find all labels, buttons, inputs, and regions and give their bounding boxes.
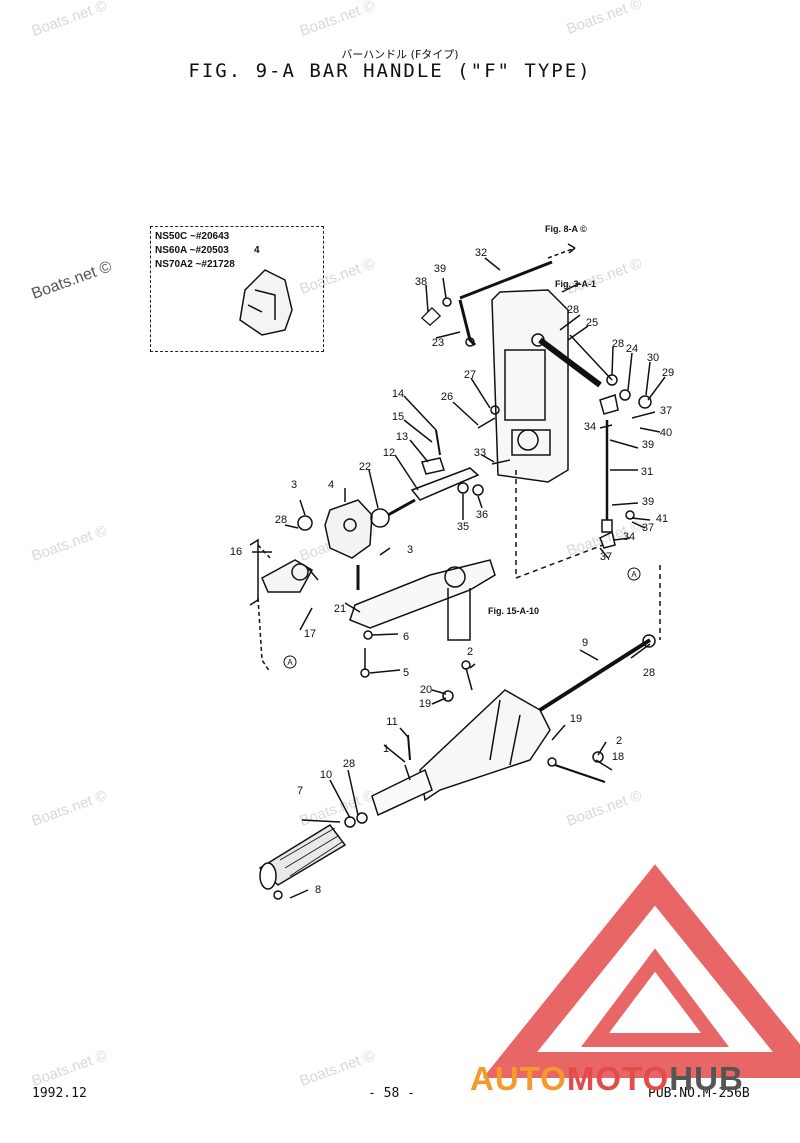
callout-number: 2 — [467, 646, 473, 658]
callout-number: 37 — [660, 405, 672, 417]
callout-number: 14 — [392, 388, 404, 400]
callout-number: 28 — [343, 758, 355, 770]
callout-number: 10 — [320, 769, 332, 781]
callout-number: 34 — [623, 531, 635, 543]
reference-fig-3a: Fig. 3-A-1 — [555, 279, 596, 289]
callout-number: 29 — [662, 367, 674, 379]
model-inset-box: NS50C ~#20643 NS60A ~#20503 NS70A2 ~#217… — [150, 226, 324, 352]
callout-number: 1 — [383, 743, 389, 755]
callout-number: 6 — [403, 631, 409, 643]
callout-number: 19 — [419, 698, 431, 710]
callout-number: 3 — [291, 479, 297, 491]
automotohub-wordmark: AUTOMOTOHUB — [470, 1060, 800, 1100]
callout-number: 22 — [359, 461, 371, 473]
callout-number: 36 — [476, 509, 488, 521]
inset-model-line: NS50C ~#20643 — [155, 231, 230, 242]
callout-number: 26 — [441, 391, 453, 403]
footer-pub-number: PUB.NO.M-256B — [648, 1086, 750, 1101]
lever-arm-icon — [349, 559, 496, 629]
callout-number: 23 — [432, 337, 444, 349]
callout-number: 17 — [304, 628, 316, 640]
brand-part-hub: HUB — [669, 1060, 744, 1097]
callout-number: 24 — [626, 343, 638, 355]
callout-number: 41 — [656, 513, 668, 525]
callout-number: 31 — [641, 466, 653, 478]
callout-number: 35 — [457, 521, 469, 533]
callout-number: 16 — [230, 546, 242, 558]
callout-number: 39 — [642, 496, 654, 508]
callout-number: 4 — [328, 479, 334, 491]
callout-number: 3 — [407, 544, 413, 556]
callout-number: 28 — [567, 304, 579, 316]
reference-circle-a: A — [631, 570, 637, 579]
shift-cam-icon — [324, 499, 373, 559]
bracket-part-icon — [239, 269, 293, 336]
callout-number: 32 — [475, 247, 487, 259]
callout-number: 28 — [612, 338, 624, 350]
automotohub-logo-icon — [482, 864, 800, 1078]
callout-number: 39 — [642, 439, 654, 451]
callout-number: 7 — [297, 785, 303, 797]
callout-number: 20 — [420, 684, 432, 696]
callout-number: 39 — [434, 263, 446, 275]
inset-part-number: 4 — [254, 245, 260, 256]
brand-part-moto: MOTO — [566, 1060, 670, 1097]
callout-number: 28 — [643, 667, 655, 679]
callout-number: 8 — [315, 884, 321, 896]
footer-page-number: - 58 - — [368, 1086, 415, 1101]
figure-title: FIG. 9-A BAR HANDLE ("F" TYPE) — [188, 60, 592, 82]
callout-number: 11 — [386, 716, 397, 728]
reference-circle-a: A — [287, 658, 293, 667]
callout-number: 12 — [383, 447, 395, 459]
bar-handle-body-icon — [419, 689, 551, 802]
callout-number: 40 — [660, 427, 672, 439]
reference-fig-15a: Fig. 15-A-10 — [488, 606, 539, 616]
callout-number: 2 — [616, 735, 622, 747]
inset-model-line: NS70A2 ~#21728 — [155, 259, 235, 270]
callout-number: 25 — [586, 317, 598, 329]
footer-date: 1992.12 — [32, 1086, 87, 1101]
callout-number: 21 — [334, 603, 346, 615]
callout-number: 18 — [612, 751, 624, 763]
callout-number: 33 — [474, 447, 486, 459]
callout-number: 37 — [642, 522, 654, 534]
callout-number: 27 — [464, 369, 476, 381]
callout-number: 30 — [647, 352, 659, 364]
callout-number: 28 — [275, 514, 287, 526]
callout-number: 37 — [600, 551, 612, 563]
callout-number: 19 — [570, 713, 582, 725]
callout-number: 5 — [403, 667, 409, 679]
callout-number: 13 — [396, 431, 408, 443]
callout-number: 15 — [392, 411, 404, 423]
brand-part-auto: AUTO — [470, 1060, 567, 1097]
inset-model-line: NS60A ~#20503 — [155, 245, 229, 256]
reference-fig-8a: Fig. 8-A © — [545, 224, 587, 234]
steering-plate-icon — [491, 289, 569, 483]
callout-number: 34 — [584, 421, 596, 433]
callout-number: 9 — [582, 637, 588, 649]
title-japanese: バーハンドル (Fタイプ) — [341, 48, 459, 61]
callout-number: 38 — [415, 276, 427, 288]
